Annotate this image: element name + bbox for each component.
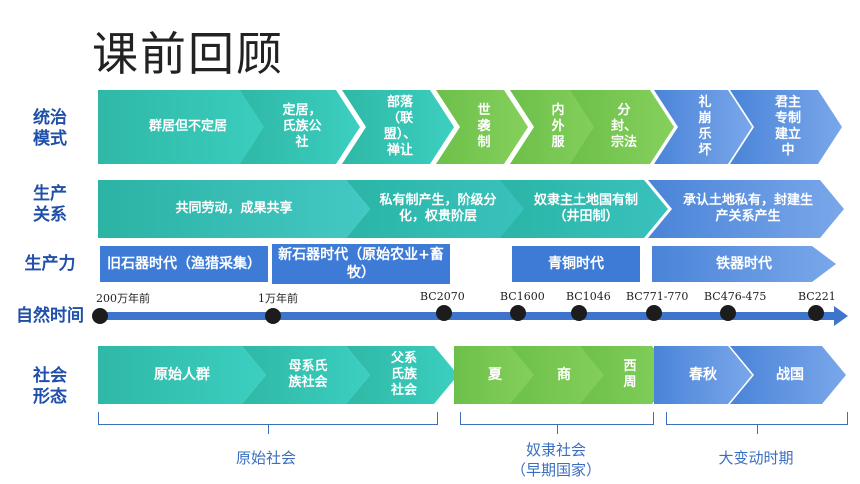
society-arrow: 原始人群 bbox=[98, 346, 266, 404]
period-label: 大变动时期 bbox=[718, 449, 794, 467]
timeline-label: BC1600 bbox=[500, 290, 545, 303]
relations-arrow: 私有制产生，阶级分化，权贵阶层 bbox=[346, 180, 526, 238]
governance-text: 定居，氏族公社 bbox=[282, 103, 322, 150]
timeline-dot bbox=[436, 305, 452, 321]
governance-text: 内外服 bbox=[551, 103, 565, 150]
timeline-arrowhead-icon bbox=[834, 306, 848, 326]
society-text: 父系氏族社会 bbox=[390, 351, 417, 398]
society-text: 春秋 bbox=[689, 367, 717, 383]
timeline-label: BC2070 bbox=[420, 290, 465, 303]
row-label-line: 生产 bbox=[33, 184, 67, 204]
row-label-line: 模式 bbox=[33, 129, 67, 149]
relations-text: 私有制产生，阶级分化，权贵阶层 bbox=[379, 193, 497, 224]
timeline-dot bbox=[808, 305, 824, 321]
relations-text: 承认土地私有，封建生产关系产生 bbox=[682, 193, 813, 224]
productivity-bar: 铁器时代 bbox=[652, 246, 836, 282]
period-label-line: （早期国家） bbox=[510, 461, 601, 479]
timeline-dot bbox=[510, 305, 526, 321]
society-text: 战国 bbox=[776, 367, 804, 383]
relations-arrow: 承认土地私有，封建生产关系产生 bbox=[648, 180, 844, 238]
timeline-label: BC1046 bbox=[566, 290, 611, 303]
period-bracket bbox=[666, 412, 848, 434]
governance-text: 分封、宗法 bbox=[610, 103, 637, 150]
timeline-axis bbox=[98, 312, 838, 320]
productivity-text: 旧石器时代（渔猎采集） bbox=[107, 256, 261, 272]
page-title: 课前回顾 bbox=[92, 27, 284, 81]
row-label-time: 自然时间 bbox=[16, 306, 84, 326]
relations-arrow: 奴隶主土地国有制（井田制） bbox=[500, 180, 668, 238]
row-label-governance: 统治 模式 bbox=[8, 108, 92, 150]
timeline-label: BC221 bbox=[798, 290, 836, 303]
society-text: 原始人群 bbox=[154, 367, 210, 383]
row-label-line: 关系 bbox=[33, 205, 67, 225]
period-bracket bbox=[98, 412, 438, 434]
timeline-label: 1万年前 bbox=[258, 292, 298, 305]
society-text: 商 bbox=[557, 367, 571, 383]
timeline-dot bbox=[571, 305, 587, 321]
period-label: 原始社会 bbox=[235, 449, 296, 467]
row-label-productivity: 生产力 bbox=[24, 254, 76, 274]
governance-text: 群居但不定居 bbox=[148, 119, 227, 134]
relations-text: 共同劳动，成果共享 bbox=[175, 201, 293, 216]
period-label-line: 奴隶社会 bbox=[525, 441, 586, 459]
governance-arrow: 群居但不定居 bbox=[98, 90, 278, 164]
society-arrow: 春秋 bbox=[654, 346, 752, 404]
governance-text: 世袭制 bbox=[477, 103, 491, 150]
row-label-relations: 生产 关系 bbox=[8, 184, 92, 226]
productivity-text: 青铜时代 bbox=[548, 256, 604, 272]
timeline-dot bbox=[720, 305, 736, 321]
relations-arrow: 共同劳动，成果共享 bbox=[98, 180, 370, 238]
society-text: 母系氏族社会 bbox=[288, 359, 328, 390]
governance-text: 部落（联盟）、禅让 bbox=[383, 95, 417, 158]
row-label-line: 统治 bbox=[33, 108, 67, 128]
productivity-bar: 旧石器时代（渔猎采集） bbox=[100, 246, 268, 282]
row-label-society: 社会 形态 bbox=[8, 366, 92, 408]
productivity-bar: 新石器时代（原始农业+畜牧） bbox=[272, 244, 450, 284]
governance-text: 君主专制建立中 bbox=[774, 95, 801, 158]
timeline-label: BC771-770 bbox=[626, 290, 689, 303]
productivity-text: 铁器时代 bbox=[716, 256, 772, 272]
timeline-dot bbox=[646, 305, 662, 321]
row-label-line: 形态 bbox=[33, 387, 67, 407]
society-text: 西周 bbox=[623, 359, 637, 390]
productivity-bar: 青铜时代 bbox=[512, 246, 640, 282]
period-label: 奴隶社会 （早期国家） bbox=[496, 440, 616, 480]
productivity-text: 新石器时代（原始农业+畜牧） bbox=[278, 247, 444, 281]
timeline-dot bbox=[92, 308, 108, 324]
timeline-label: BC476-475 bbox=[704, 290, 767, 303]
timeline-label: 200万年前 bbox=[96, 292, 150, 305]
relations-text: 奴隶主土地国有制（井田制） bbox=[533, 193, 638, 224]
period-bracket bbox=[460, 412, 654, 434]
timeline-dot bbox=[265, 308, 281, 324]
row-label-line: 社会 bbox=[33, 366, 67, 386]
governance-text: 礼崩乐坏 bbox=[698, 95, 712, 158]
society-text: 夏 bbox=[488, 367, 502, 383]
